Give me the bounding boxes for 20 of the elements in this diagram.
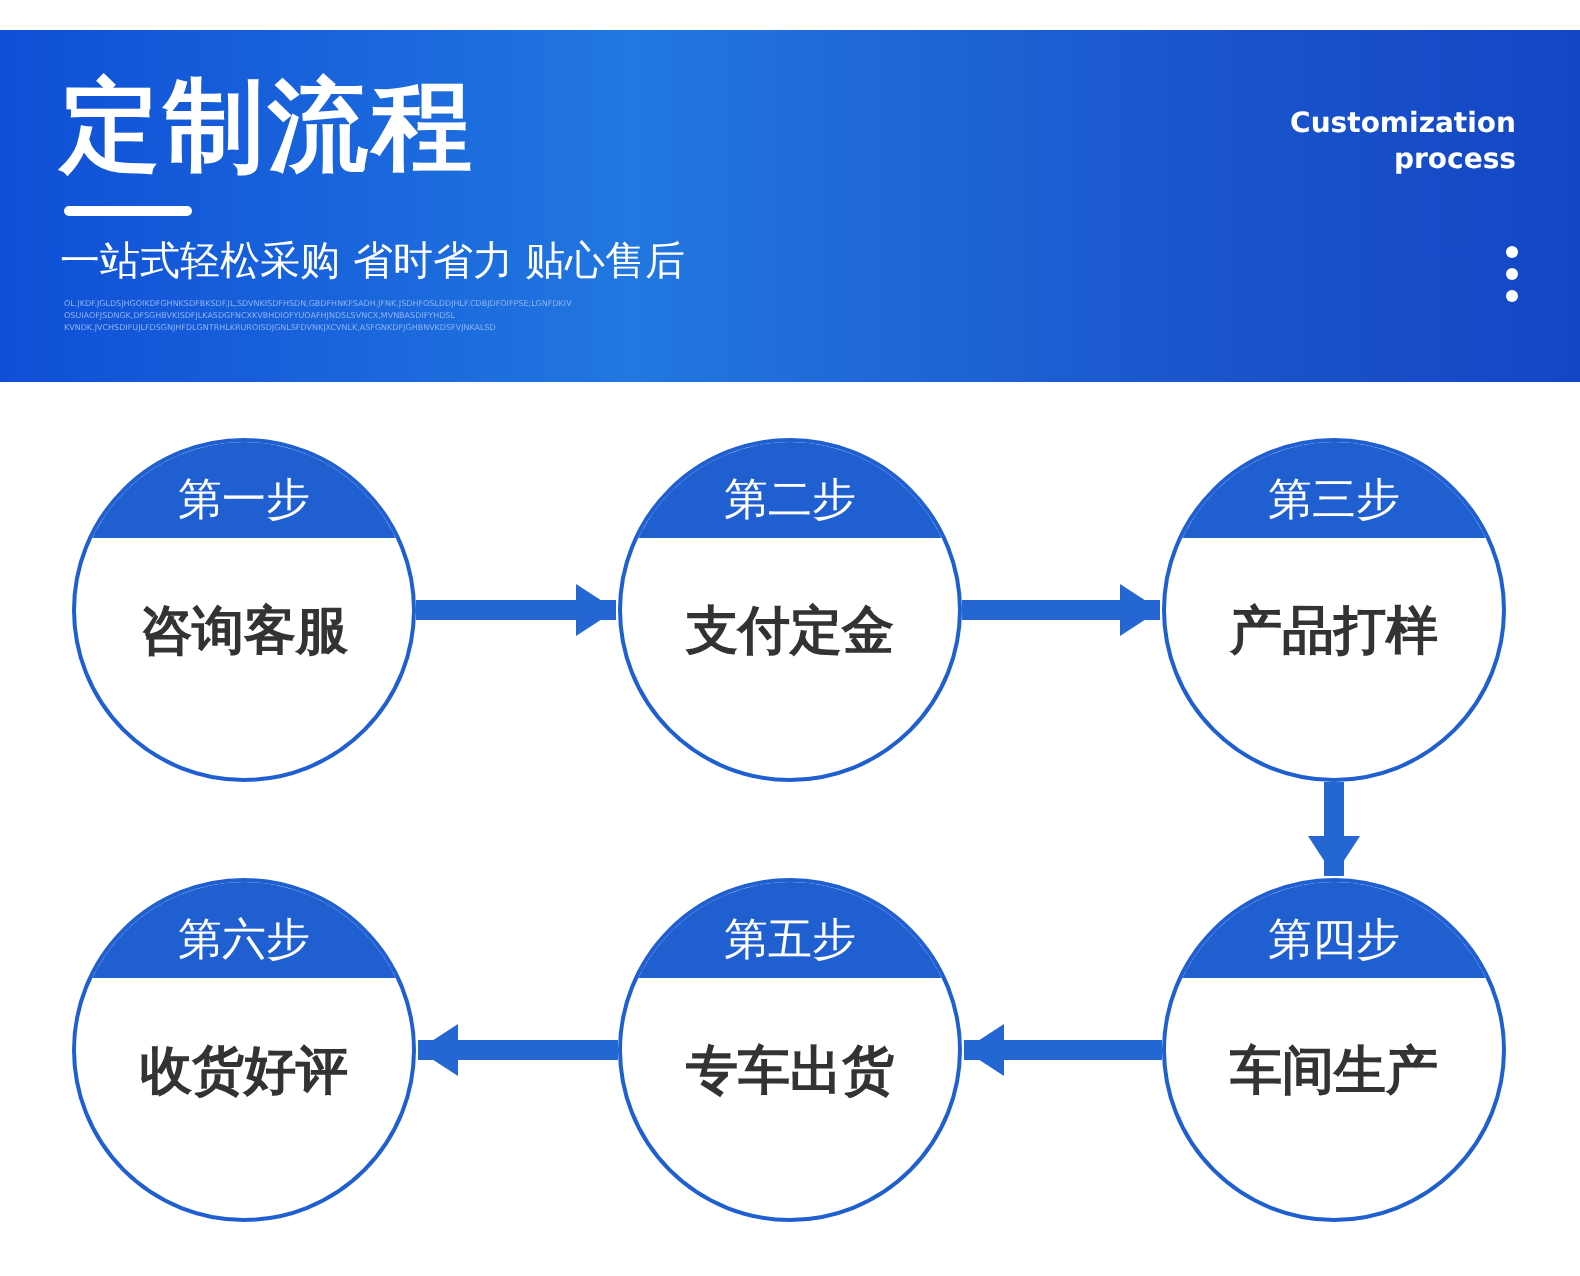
title: 定制流程 (60, 66, 476, 186)
step-number: 第四步 (1268, 914, 1400, 970)
step-number: 第五步 (724, 914, 856, 970)
step-name: 咨询客服 (138, 600, 350, 666)
step-number: 第二步 (724, 474, 856, 530)
arrow (1308, 782, 1360, 876)
step-name: 产品打样 (1227, 600, 1440, 666)
step-name: 车间生产 (1228, 1040, 1440, 1106)
step-number: 第三步 (1268, 474, 1400, 530)
arrow (962, 584, 1160, 636)
subtitle: 一站式轻松采购 省时省力 贴心售后 (60, 234, 686, 288)
step-number: 第一步 (178, 474, 310, 530)
arrow (416, 584, 616, 636)
step-name: 支付定金 (683, 600, 896, 666)
arrow (964, 1024, 1162, 1076)
step-name: 收货好评 (138, 1040, 350, 1106)
subtitle-english: Customization process (1288, 106, 1516, 178)
arrow (418, 1024, 618, 1076)
step-name: 专车出货 (684, 1040, 896, 1106)
step-number: 第六步 (178, 914, 310, 970)
